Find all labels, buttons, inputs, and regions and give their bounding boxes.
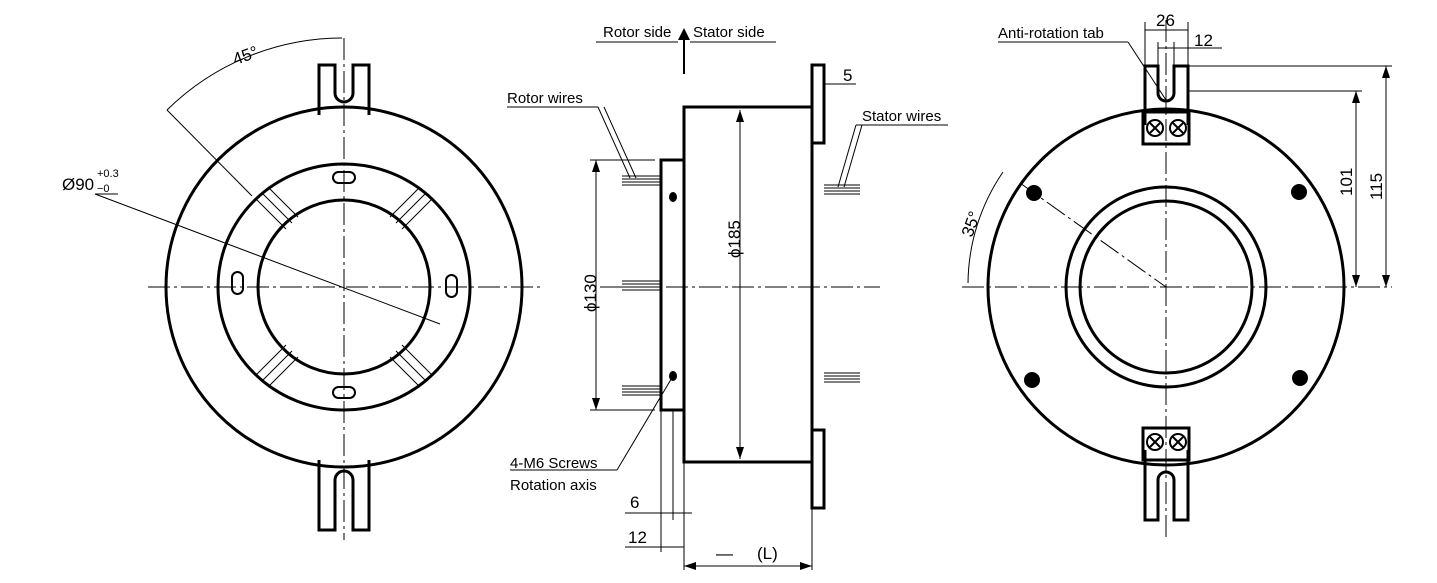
front-top-tab bbox=[317, 63, 371, 115]
flange-thickness-dim: 5 bbox=[843, 66, 852, 85]
front-spokes bbox=[255, 186, 433, 388]
screws-label: 4-M6 Screws bbox=[510, 455, 598, 472]
side-flange-bottom bbox=[810, 428, 826, 510]
front-slot-left bbox=[231, 271, 244, 295]
tab-label: Anti-rotation tab bbox=[998, 25, 1104, 42]
side-main-body bbox=[682, 105, 814, 464]
stator-wires-label: Stator wires bbox=[862, 108, 941, 125]
rotation-axis-label: Rotation axis bbox=[510, 477, 597, 494]
dim-12: 12 bbox=[628, 528, 647, 547]
length-prefix: — bbox=[716, 544, 733, 563]
stator-wire-bundles bbox=[824, 184, 860, 383]
slot-width-dim: 12 bbox=[1194, 31, 1213, 50]
back-bottom-clamp bbox=[1141, 426, 1191, 462]
tab-width-dim: 26 bbox=[1156, 11, 1175, 30]
front-view: Ø90 +0.3 −0 45° bbox=[62, 37, 540, 540]
side-screw-top bbox=[669, 192, 677, 202]
front-outer-disk bbox=[164, 105, 524, 469]
front-bore-label: Ø90 bbox=[62, 175, 94, 194]
back-bore bbox=[1078, 199, 1254, 375]
body-diameter-dim: ϕ185 bbox=[725, 220, 744, 258]
front-angle-label: 45° bbox=[230, 42, 261, 69]
front-tolerance-lower: −0 bbox=[97, 183, 110, 195]
back-hole-bl bbox=[1024, 372, 1040, 388]
dim-6: 6 bbox=[630, 493, 639, 512]
rotor-diameter-dim: ϕ130 bbox=[581, 274, 600, 312]
dim-101: 101 bbox=[1337, 168, 1356, 196]
rotor-wire-bundles bbox=[622, 175, 661, 396]
rotor-wires-label: Rotor wires bbox=[507, 90, 583, 107]
front-rotor-rim bbox=[216, 162, 472, 412]
stator-side-label: Stator side bbox=[693, 24, 765, 41]
back-top-tab bbox=[1143, 64, 1190, 125]
front-bottom-tab bbox=[317, 460, 371, 532]
side-flange-top bbox=[810, 63, 826, 145]
front-bore bbox=[256, 198, 432, 376]
back-top-clamp bbox=[1141, 110, 1191, 146]
front-slot-top bbox=[332, 171, 356, 184]
back-hole-br bbox=[1292, 370, 1308, 386]
front-tolerance-upper: +0.3 bbox=[97, 168, 119, 180]
side-view: Rotor side Stator side Rotor wires bbox=[507, 24, 948, 570]
front-slot-right bbox=[445, 274, 458, 298]
back-outer-disk bbox=[986, 107, 1346, 467]
back-inner-ring bbox=[1064, 185, 1268, 389]
rotor-side-label: Rotor side bbox=[603, 24, 671, 41]
back-bottom-tab bbox=[1143, 450, 1190, 522]
length-dim: (L) bbox=[757, 544, 778, 563]
back-clamp-screws bbox=[1146, 119, 1187, 451]
dim-115: 115 bbox=[1367, 173, 1386, 200]
front-slot-bottom bbox=[332, 386, 356, 399]
back-angle-label: 35° bbox=[958, 209, 985, 240]
back-hole-tr bbox=[1291, 184, 1307, 200]
back-view: 35° Anti-rotation tab 26 12 101 115 bbox=[958, 11, 1392, 540]
